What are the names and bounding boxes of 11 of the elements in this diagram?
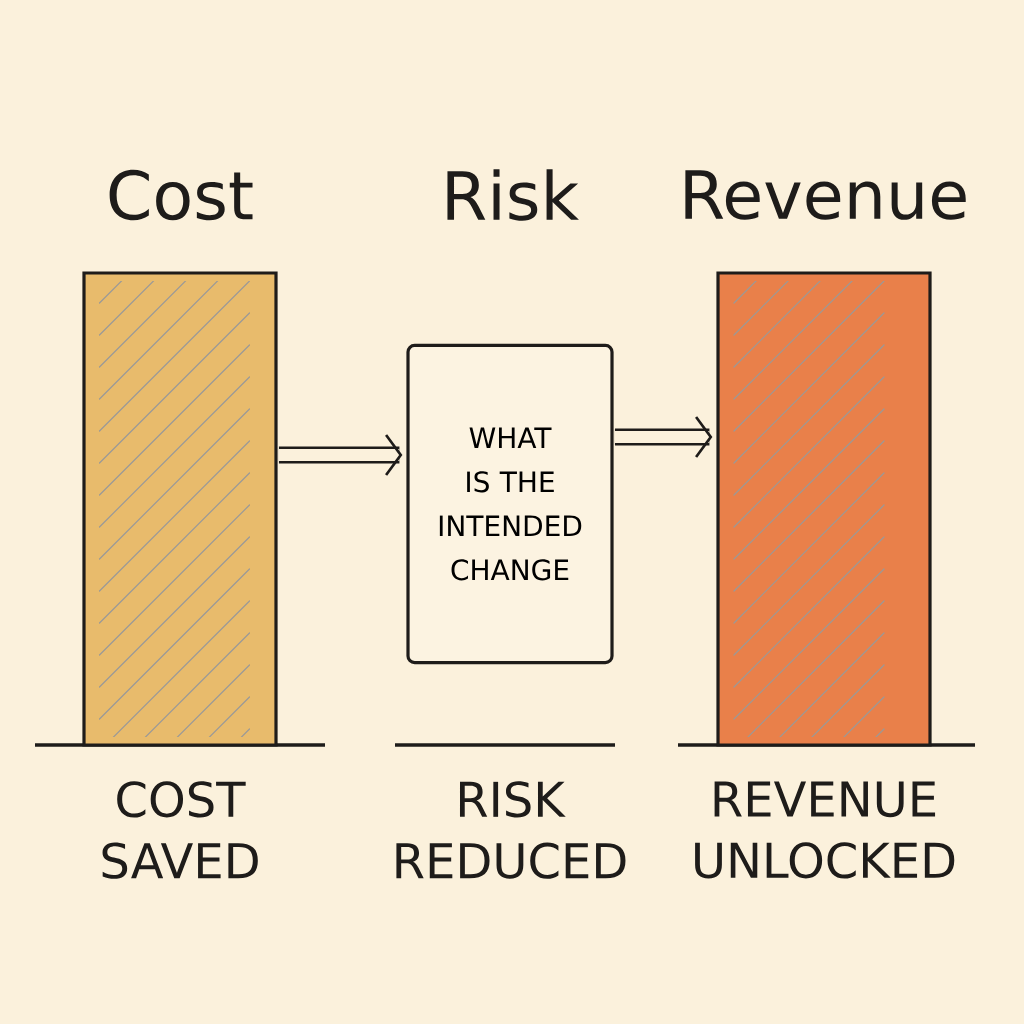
bar bbox=[716, 271, 932, 747]
node-label: REVENUE UNLOCKED bbox=[695, 781, 955, 879]
bar bbox=[82, 271, 278, 747]
heading: Risk bbox=[447, 169, 579, 221]
heading: Revenue bbox=[685, 170, 966, 220]
arrow bbox=[278, 434, 403, 476]
node-label: COST SAVED bbox=[102, 781, 258, 879]
text-card: WHAT IS THE INTENDED CHANGE bbox=[406, 343, 614, 665]
heading: Cost bbox=[109, 169, 253, 221]
node-label: RISK REDUCED bbox=[396, 781, 626, 879]
arrow bbox=[614, 416, 713, 458]
